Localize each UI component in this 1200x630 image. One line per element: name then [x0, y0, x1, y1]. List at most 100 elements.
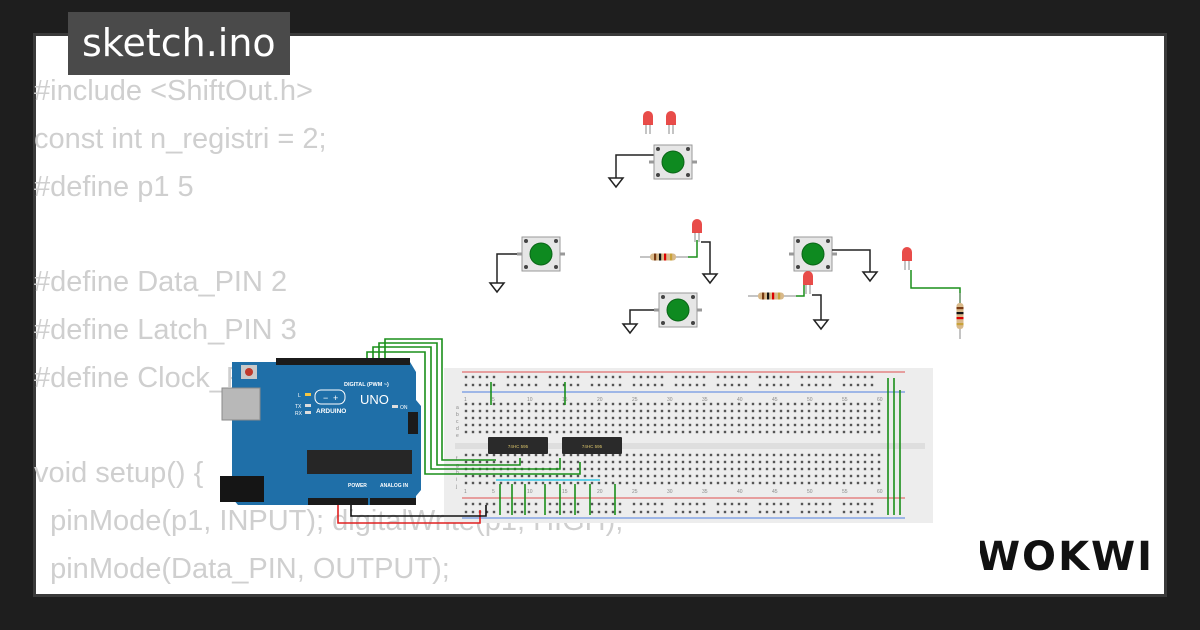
rail-hole: [730, 375, 734, 379]
rail-hole: [842, 510, 846, 514]
column-number: 60: [877, 489, 883, 495]
breadboard-hole: [730, 416, 734, 420]
led[interactable]: [803, 271, 813, 294]
breadboard-hole: [681, 402, 685, 406]
breadboard-hole: [604, 474, 608, 478]
pushbutton[interactable]: [517, 236, 565, 272]
breadboard-hole: [751, 430, 755, 434]
arduino-logo-icon: [314, 389, 346, 405]
breadboard-hole: [835, 481, 839, 485]
breadboard-hole: [821, 453, 825, 457]
breadboard-hole: [667, 474, 671, 478]
rail-hole: [863, 510, 867, 514]
pushbutton[interactable]: [649, 144, 697, 180]
pushbutton[interactable]: [654, 292, 702, 328]
led[interactable]: [692, 219, 702, 242]
digital-header: [276, 358, 410, 365]
code-line: void setup() {: [34, 457, 204, 490]
components[interactable]: [488, 111, 964, 339]
breadboard-hole: [800, 402, 804, 406]
breadboard-hole: [744, 460, 748, 464]
rx-led-label: RX: [295, 411, 303, 417]
breadboard-hole: [562, 416, 566, 420]
shift-register-chip-2[interactable]: 74HC 595: [562, 437, 622, 454]
breadboard-hole: [758, 423, 762, 427]
led[interactable]: [902, 247, 912, 270]
breadboard-hole: [751, 460, 755, 464]
rail-hole: [723, 383, 727, 387]
rail-hole: [555, 502, 559, 506]
led[interactable]: [643, 111, 653, 134]
breadboard-hole: [639, 402, 643, 406]
breadboard-hole: [506, 460, 510, 464]
breadboard-hole: [639, 409, 643, 413]
pushbutton[interactable]: [789, 236, 837, 272]
icsp-header: [408, 412, 418, 434]
rail-hole: [513, 510, 517, 514]
resistor-band: [654, 253, 657, 261]
shift-register-chip-1[interactable]: 74HC 595: [488, 437, 548, 454]
breadboard-hole: [625, 481, 629, 485]
breadboard-hole: [646, 467, 650, 471]
rail-hole: [821, 510, 825, 514]
rail-hole: [842, 383, 846, 387]
led-body: [643, 111, 653, 125]
breadboard-hole: [492, 481, 496, 485]
rail-hole: [737, 383, 741, 387]
rail-hole: [807, 383, 811, 387]
breadboard-hole: [835, 423, 839, 427]
breadboard-hole: [569, 416, 573, 420]
arduino-uno[interactable]: − + UNO ARDUINO DIGITAL (PWM ~) POWER AN…: [220, 358, 421, 505]
breadboard-hole: [576, 460, 580, 464]
row-letter: h: [456, 470, 459, 476]
rail-hole: [611, 510, 615, 514]
rail-hole: [562, 375, 566, 379]
breadboard-hole: [856, 481, 860, 485]
breadboard-hole: [667, 423, 671, 427]
breadboard-hole: [674, 467, 678, 471]
breadboard-hole: [814, 409, 818, 413]
rail-hole: [758, 383, 762, 387]
breadboard-hole: [835, 467, 839, 471]
rail-hole: [772, 502, 776, 506]
resistor[interactable]: [748, 292, 796, 300]
rail-hole: [688, 383, 692, 387]
column-number: 35: [702, 397, 708, 403]
column-number: 55: [842, 397, 848, 403]
breadboard-hole: [660, 453, 664, 457]
breadboard-hole: [555, 416, 559, 420]
breadboard-hole: [849, 481, 853, 485]
power-label: POWER: [348, 483, 367, 489]
wire: [372, 346, 561, 470]
breadboard-hole: [541, 423, 545, 427]
rail-hole: [807, 510, 811, 514]
rail-hole: [485, 375, 489, 379]
led[interactable]: [666, 111, 676, 134]
code-editor[interactable]: #include <ShiftOut.h> const int n_regist…: [34, 68, 623, 594]
ground-triangle: [861, 271, 879, 283]
breadboard-hole: [814, 453, 818, 457]
breadboard-hole: [716, 481, 720, 485]
breadboard-hole: [674, 481, 678, 485]
breadboard-hole: [646, 474, 650, 478]
button-screw: [661, 295, 665, 299]
breadboard-hole: [877, 453, 881, 457]
rail-hole: [821, 383, 825, 387]
breadboard-hole: [660, 474, 664, 478]
breadboard-hole: [702, 423, 706, 427]
breadboard-hole: [688, 423, 692, 427]
breadboard-hole: [807, 481, 811, 485]
breadboard-hole: [688, 402, 692, 406]
rail-hole: [737, 375, 741, 379]
resistor[interactable]: [956, 293, 964, 339]
button-cap: [801, 242, 825, 266]
resistor[interactable]: [640, 253, 688, 261]
breadboard-hole: [534, 402, 538, 406]
breadboard-hole: [702, 402, 706, 406]
file-tab[interactable]: sketch.ino: [68, 12, 290, 75]
usb-port: [221, 387, 261, 421]
rail-hole: [870, 510, 874, 514]
breadboard-hole: [618, 460, 622, 464]
breadboard-hole: [716, 402, 720, 406]
